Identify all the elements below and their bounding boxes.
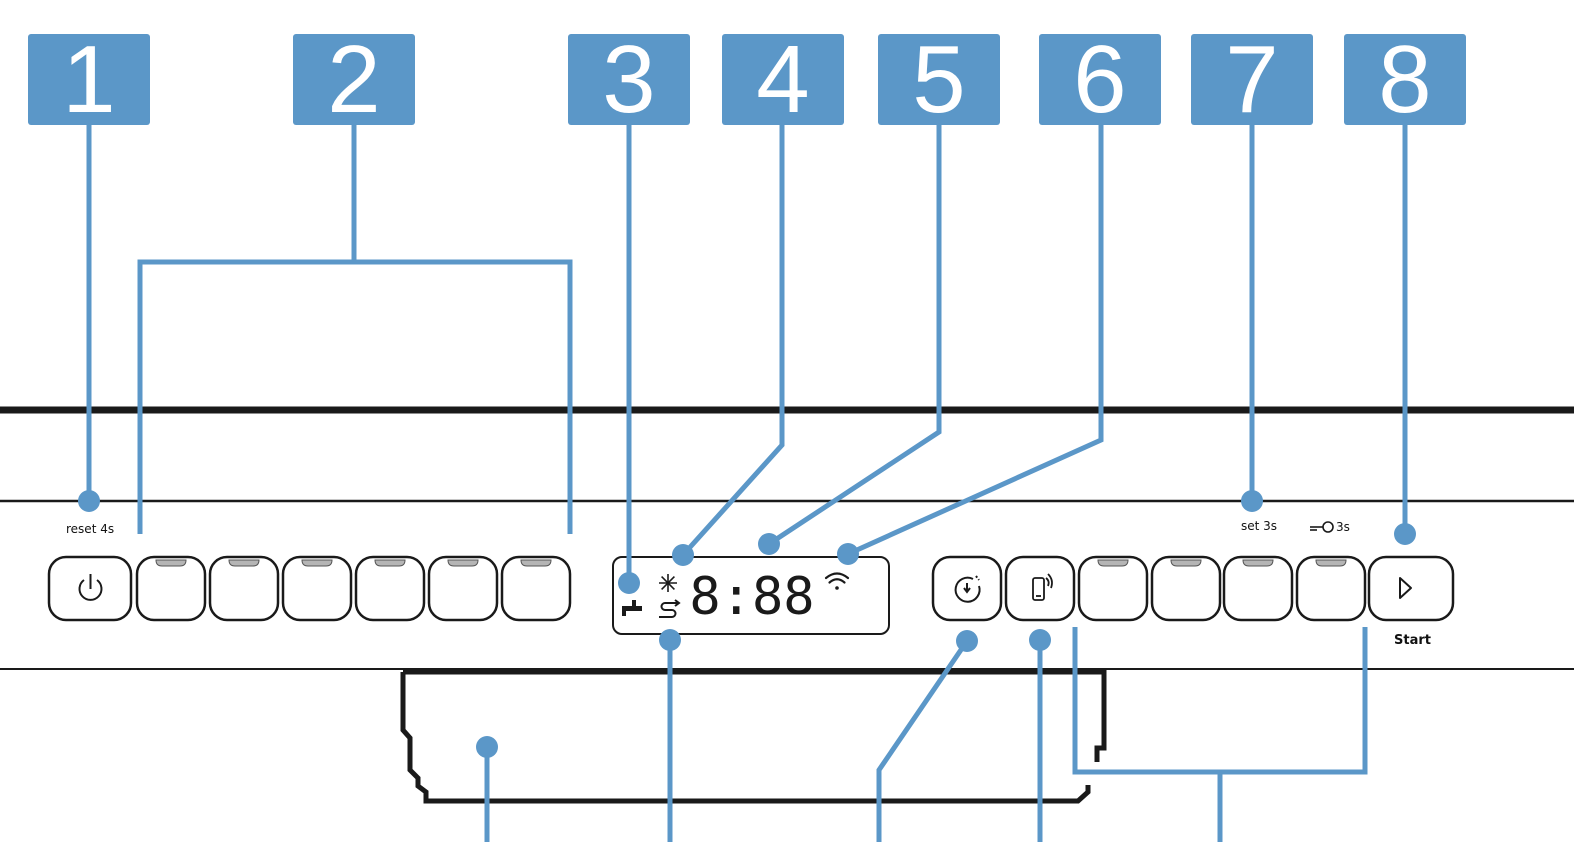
callout-dot-3	[618, 572, 640, 594]
program-led-group	[155, 559, 552, 567]
lock-label: 3s	[1336, 520, 1350, 534]
program-button-2[interactable]	[208, 555, 280, 622]
left-button-group	[47, 555, 572, 622]
program-led	[228, 559, 260, 567]
handle-recess-bottom	[400, 672, 1091, 804]
callout-box-2: 2	[293, 26, 415, 133]
option-button-4[interactable]	[1295, 555, 1367, 622]
callout-box-7: 7	[1191, 26, 1313, 133]
leader-5	[767, 124, 942, 547]
display-digits: 8:88	[689, 567, 814, 627]
reset-label: reset 4s	[66, 522, 115, 536]
callout-dot-5	[758, 533, 780, 555]
callout-number: 4	[756, 26, 810, 133]
program-led	[520, 559, 552, 567]
panel-outline	[0, 406, 1574, 804]
callout-number: 1	[62, 26, 116, 133]
option-led	[1097, 559, 1129, 567]
callout-leaders	[86, 124, 1408, 842]
option-led-group	[1097, 559, 1347, 567]
leader-6	[846, 124, 1104, 557]
callout-dot-12	[1029, 629, 1051, 651]
remote-phone-icon	[1032, 573, 1053, 601]
callout-number: 7	[1225, 26, 1279, 133]
callout-dot-4	[672, 544, 694, 566]
option-button-1[interactable]	[1077, 555, 1149, 622]
callout-number: 8	[1378, 26, 1432, 133]
callout-box-4: 4	[722, 26, 844, 133]
callout-dot-1	[78, 490, 100, 512]
program-led	[155, 559, 187, 567]
callout-dot-10	[659, 629, 681, 651]
program-button-5[interactable]	[427, 555, 499, 622]
program-button-1[interactable]	[135, 555, 207, 622]
bracket-2	[137, 259, 573, 534]
callout-dot-11	[956, 630, 978, 652]
option-button-2[interactable]	[1150, 555, 1222, 622]
callout-number: 6	[1073, 26, 1127, 133]
callout-box-5: 5	[878, 26, 1000, 133]
callout-dot-8	[1394, 523, 1416, 545]
water-tap-icon	[622, 600, 642, 616]
callout-box-6: 6	[1039, 26, 1161, 133]
option-button-3[interactable]	[1222, 555, 1294, 622]
option-led	[1315, 559, 1347, 567]
program-led	[374, 559, 406, 567]
start-label: Start	[1394, 633, 1431, 648]
bracket-13	[1072, 627, 1368, 775]
rinse-icon	[659, 599, 681, 618]
program-button-3[interactable]	[281, 555, 353, 622]
wifi-icon	[824, 572, 850, 590]
callout-dot-9	[476, 736, 498, 758]
program-button-6[interactable]	[500, 555, 572, 622]
callout-dot-7	[1241, 490, 1263, 512]
option-led	[1170, 559, 1202, 567]
set-label: set 3s	[1241, 519, 1278, 533]
leader-4	[681, 124, 785, 557]
callout-number: 2	[327, 26, 381, 133]
frost-icon	[659, 574, 677, 592]
program-led	[301, 559, 333, 567]
remote-start-button[interactable]	[1004, 555, 1076, 622]
play-icon	[1399, 577, 1412, 599]
leader-11	[876, 639, 970, 842]
callout-dot-6	[837, 543, 859, 565]
callout-box-3: 3	[568, 26, 690, 133]
timer-icon	[954, 575, 981, 603]
power-icon	[78, 574, 103, 601]
key-lock-icon	[1310, 521, 1334, 533]
callout-number: 3	[602, 26, 656, 133]
option-led	[1242, 559, 1274, 567]
callout-box-1: 1	[28, 26, 150, 133]
callout-box-8: 8	[1344, 26, 1466, 133]
handle-recess-top	[403, 669, 1107, 762]
program-led	[447, 559, 479, 567]
display-frame	[612, 556, 890, 635]
callout-dots	[78, 490, 1416, 758]
program-button-4[interactable]	[354, 555, 426, 622]
callout-number: 5	[912, 26, 966, 133]
